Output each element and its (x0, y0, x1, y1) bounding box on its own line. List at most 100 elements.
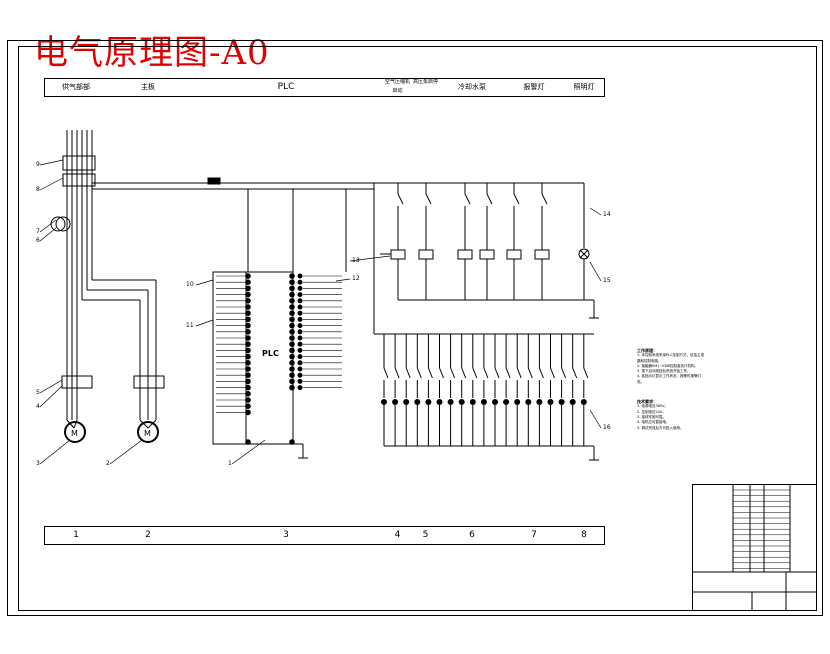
plc-output-terminal-8 (289, 316, 295, 323)
plc-output-terminal-16 (289, 366, 295, 372)
callout-6: 6 (36, 237, 40, 244)
plc-label: PLC (262, 349, 279, 358)
leader-line-4 (39, 227, 57, 242)
output-rung-switch-10 (483, 367, 489, 379)
output-rung-load-14 (525, 399, 532, 405)
leader-line-14 (589, 207, 602, 216)
leader-line-5 (39, 379, 63, 394)
note-1-1: 1. 本控制系统采用PLC控制方式，包括主电路和控制电路。 (637, 353, 704, 363)
footer-cell-8: 8 (581, 530, 587, 540)
plc-output-coil-13 (297, 347, 303, 353)
plc-output-coil-4 (297, 292, 303, 298)
footer-cell-6: 6 (469, 530, 475, 540)
output-rung-switch-3 (405, 367, 411, 379)
plc-output-coil-6 (297, 304, 303, 310)
plc-input-terminal-4 (245, 291, 251, 298)
output-rung-switch-7 (450, 367, 456, 379)
motor-label-2: M (144, 429, 151, 438)
output-rung-load-2 (392, 399, 399, 405)
plc-com-terminal-2 (289, 439, 295, 445)
notes-heading-2: 技术要求： (637, 399, 657, 405)
callout-4: 4 (36, 403, 40, 410)
footer-cell-3: 3 (283, 530, 289, 540)
plc-com-terminal-1 (245, 439, 251, 445)
plc-output-terminal-11 (289, 335, 295, 341)
output-rung-load-6 (436, 399, 443, 405)
plc-input-terminal-3 (245, 285, 251, 292)
relay-coil-1 (390, 249, 406, 260)
plc-input-terminal-17 (245, 372, 251, 379)
leader-line-16 (589, 409, 602, 429)
plc-output-terminal-14 (289, 353, 295, 360)
footer-cell-4: 4 (394, 530, 401, 540)
output-rung-switch-17 (561, 367, 567, 379)
motor-2 (137, 421, 159, 443)
callout-15: 15 (603, 277, 611, 284)
callout-16: 16 (603, 424, 611, 431)
header-cell-3: PLC (277, 82, 295, 92)
note-1-4: 4. 各指示灯显示工作状态，报警时报警灯亮。 (637, 374, 701, 384)
output-rung-switch-11 (494, 367, 500, 379)
plc-output-terminal-12 (289, 341, 295, 348)
output-rung-load-4 (414, 399, 421, 405)
leader-line-15 (589, 261, 602, 282)
plc-output-coil-16 (297, 366, 303, 372)
output-rung-switch-18 (572, 367, 578, 379)
technical-notes: 工作原理： 1. 本控制系统采用PLC控制方式，包括主电路和控制电路。 2. 接… (637, 348, 707, 431)
header-cell-2: 主板 (141, 83, 155, 91)
footer-cell-1: 1 (73, 530, 79, 540)
output-rung-load-5 (425, 399, 432, 405)
plc-output-terminal-18 (289, 378, 295, 385)
plc-output-terminal-3 (289, 285, 295, 292)
inner-frame (18, 46, 817, 611)
callout-5: 5 (36, 389, 40, 396)
outer-frame (7, 40, 823, 616)
plc-output-coil-5 (297, 298, 303, 304)
leader-line-7 (39, 439, 71, 465)
output-rung-load-17 (558, 399, 565, 405)
plc-input-terminal-13 (245, 347, 251, 354)
callout-12: 12 (352, 275, 360, 282)
callout-11: 11 (186, 322, 194, 329)
relay-coil-4 (479, 249, 495, 260)
callout-8: 8 (36, 186, 40, 193)
output-rung-switch-15 (538, 367, 544, 379)
plc-output-coil-2 (297, 279, 303, 285)
leader-line-8 (109, 439, 143, 465)
relay-switch-5 (513, 193, 520, 205)
header-cell-6: 冷却水泵 (458, 83, 486, 91)
output-rung-switch-4 (416, 367, 422, 379)
plc-input-terminal-1 (245, 273, 251, 279)
header-cell-4: 空气压缩机启动 (384, 79, 410, 94)
header-cell-8: 照明灯 (573, 83, 595, 91)
output-rung-switch-16 (550, 367, 555, 379)
plc-output-coil-15 (297, 360, 303, 366)
plc-output-coil-18 (297, 378, 303, 384)
leader-line-6 (39, 385, 63, 408)
plc-output-terminal-19 (289, 384, 295, 391)
indicator-lamp (578, 183, 590, 300)
leader-line-9 (195, 279, 214, 286)
footer-cell-5: 5 (422, 530, 429, 540)
relay-coil-6 (534, 249, 550, 260)
plc-output-coil-11 (297, 335, 303, 341)
leader-line-11 (231, 439, 266, 465)
plc-input-terminal-15 (245, 360, 251, 366)
leader-line-13 (349, 255, 391, 262)
output-rung-switch-2 (394, 367, 400, 379)
output-rung-load-9 (469, 399, 476, 405)
notes-heading-1: 工作原理： (637, 348, 657, 353)
plc-output-coil-12 (297, 341, 303, 347)
plc-output-terminal-17 (289, 372, 295, 379)
output-rung-load-18 (569, 399, 576, 405)
motor-1 (64, 421, 86, 443)
drawing-title: 电气原理图-A0 (34, 33, 270, 73)
output-rung-switch-19 (583, 367, 589, 379)
plc-output-terminal-4 (289, 291, 295, 298)
output-rung-load-10 (480, 399, 487, 405)
leader-line-10 (195, 319, 214, 327)
relay-coil-3 (457, 249, 473, 260)
leader-line-1 (39, 159, 64, 166)
plc-input-terminal-7 (245, 310, 251, 317)
